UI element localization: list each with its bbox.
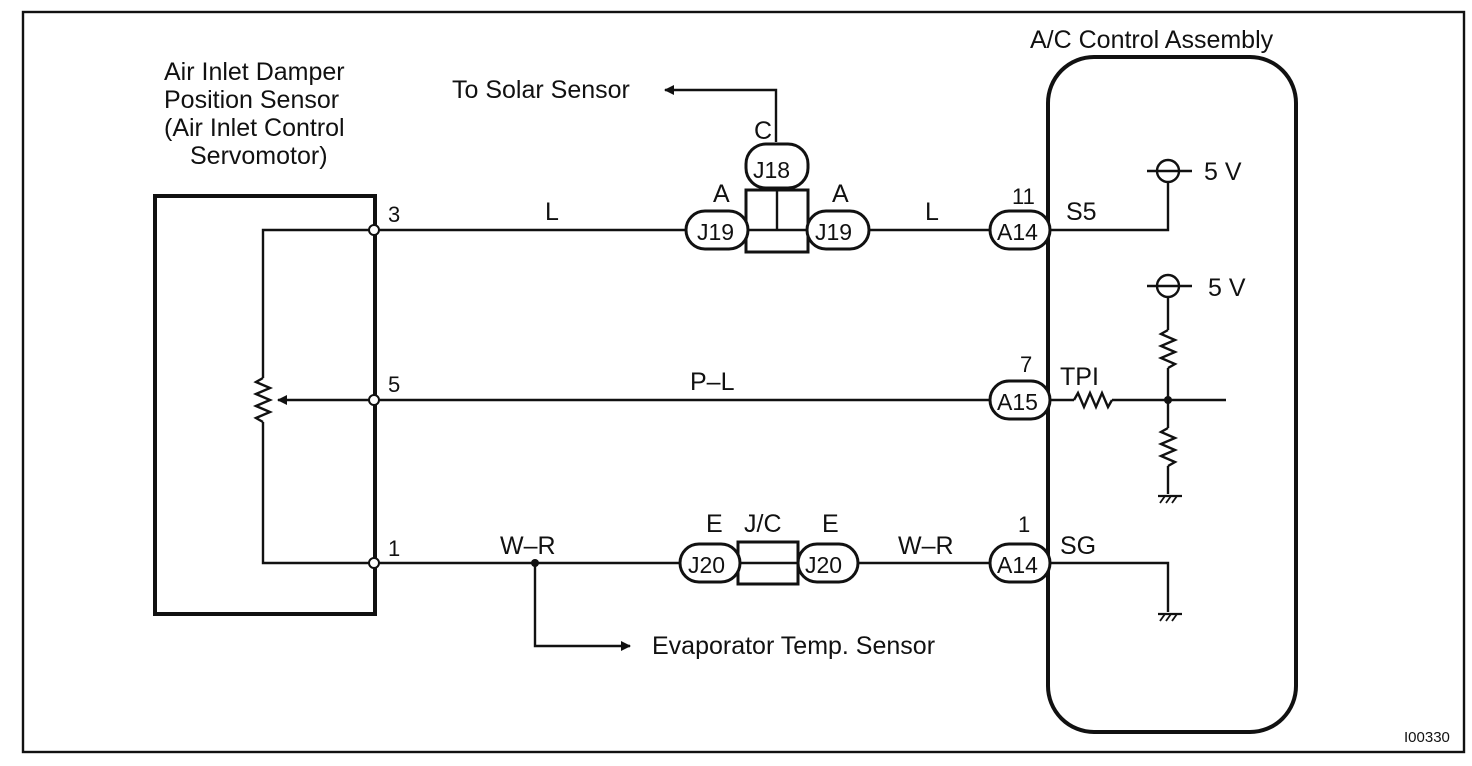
figure-frame [21,10,1466,754]
j18-pin-label: C [754,117,772,145]
ac-pin-7: 7 [1020,352,1032,377]
sensor-terminal-5 [368,394,380,406]
sensor-title-line-2: Position Sensor [164,86,339,114]
j20-left-pin-label: E [706,510,723,538]
s5-supply-wire [1050,182,1170,232]
junctions: C J18 A J19 A J19 J/C E J20 E J20 [678,117,871,586]
tpi-series-resistor [1072,389,1114,411]
supply-mid-label: 5 V [1208,274,1246,302]
potentiometer-resistor [252,376,274,424]
wire-label-bottom-right: W–R [898,532,954,560]
j20-left-connector [678,542,742,584]
ac-control-assembly: A/C Control Assembly 11 A14 S5 7 A15 TPI… [988,26,1298,734]
ac-connector-a14-bottom-id: A14 [997,552,1038,578]
ac-control-title: A/C Control Assembly [1030,26,1274,54]
solar-sensor-label: To Solar Sensor [452,76,630,104]
j20-right-pin-label: E [822,510,839,538]
evap-sensor-label: Evaporator Temp. Sensor [652,632,935,660]
figure-id: I00330 [1404,729,1450,746]
sensor-title-line-3: (Air Inlet Control [164,114,345,142]
j19-right-id: J19 [815,219,852,245]
j19-right-pin-label: A [832,180,849,208]
sensor-box [153,194,377,616]
air-inlet-damper-sensor: Air Inlet Damper Position Sensor (Air In… [153,58,400,616]
sg-ground-wire [1050,561,1170,612]
j19-right-connector [805,209,871,251]
ac-control-box [1046,55,1298,734]
ac-connector-a14-top-id: A14 [997,219,1038,245]
sensor-pin-5: 5 [388,372,400,397]
ac-pin-11: 11 [1012,184,1035,209]
ground-mid-icon [1158,494,1182,504]
sensor-title-line-1: Air Inlet Damper [164,58,345,86]
wire-label-top-right: L [925,198,939,226]
j20-right-id: J20 [805,552,842,578]
j19-left-pin-label: A [713,180,730,208]
ac-terminal-tpi: TPI [1060,363,1099,391]
evap-branch-wire [533,563,631,651]
ac-connector-a15-id: A15 [997,389,1038,415]
pulldown-resistor [1157,426,1179,468]
j18-id: J18 [753,157,790,183]
j19-left-id: J19 [697,219,734,245]
jc-label: J/C [744,510,782,538]
sensor-terminal-3 [368,224,380,236]
sensor-pin-3: 3 [388,202,400,227]
j20-left-id: J20 [688,552,725,578]
sensor-title-line-4: Servomotor) [190,142,328,170]
solar-branch-wire [664,85,778,142]
sensor-pin-1: 1 [388,536,400,561]
wires: L L P–L W–R W–R Evaporator Temp. Sensor … [379,76,990,660]
potentiometer-loop [261,228,373,565]
sensor-terminal-1 [368,557,380,569]
j18-connector [744,142,810,190]
ground-bottom-icon [1158,612,1182,622]
wire-label-mid: P–L [690,368,735,396]
ac-pin-1: 1 [1018,512,1030,537]
ac-terminal-sg: SG [1060,532,1096,560]
ac-terminal-s5: S5 [1066,198,1097,226]
supply-top-label: 5 V [1204,158,1242,186]
wire-label-bottom-left: W–R [500,532,556,560]
wire-label-top-left: L [545,198,559,226]
j19-left-connector [684,209,750,251]
pullup-resistor [1157,328,1179,370]
j20-right-connector [796,542,860,584]
